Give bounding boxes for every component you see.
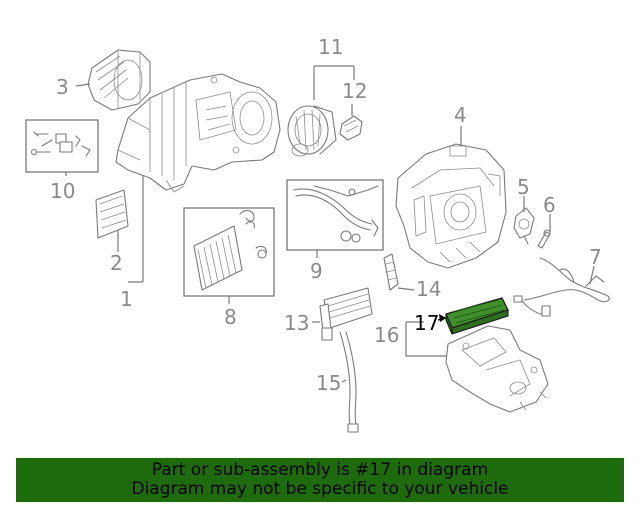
callout-7: 7 (589, 245, 602, 269)
part-9-box (286, 179, 384, 251)
callout-6: 6 (543, 193, 556, 217)
callout-13: 13 (284, 311, 309, 335)
callout-16: 16 (374, 323, 399, 347)
part-13-heater-core[interactable] (319, 287, 373, 341)
part-17-cabin-filter[interactable] (445, 297, 509, 335)
part-4-distribution-housing[interactable] (395, 143, 507, 269)
part-14-bracket[interactable] (383, 253, 399, 291)
callout-3: 3 (56, 75, 69, 99)
callout-9: 9 (310, 259, 323, 283)
callout-4: 4 (454, 103, 467, 127)
banner-line-1: Part or sub-assembly is #17 in diagram (151, 460, 489, 480)
part-8-evaporator[interactable] (193, 209, 267, 291)
callout-2: 2 (110, 251, 123, 275)
callout-15: 15 (316, 371, 341, 395)
callout-10: 10 (50, 179, 75, 203)
banner-line-2: Diagram may not be specific to your vehi… (131, 479, 509, 499)
part-15-drain-tube[interactable] (339, 331, 359, 433)
part-9-hoses[interactable] (293, 185, 379, 243)
leader-lines (65, 65, 595, 383)
callout-14: 14 (416, 277, 441, 301)
callout-1: 1 (120, 287, 133, 311)
info-banner: Part or sub-assembly is #17 in diagram D… (16, 458, 624, 502)
part-6-sensor[interactable] (537, 229, 551, 249)
callout-12: 12 (342, 79, 367, 103)
callout-11: 11 (318, 35, 343, 59)
part-5-actuator[interactable] (513, 207, 535, 245)
part-3-blower-scroll[interactable] (87, 49, 151, 111)
part-2-filter[interactable] (95, 189, 129, 239)
part-10-hardware[interactable] (30, 131, 91, 157)
callout-8: 8 (224, 305, 237, 329)
part-1-hvac-case[interactable] (115, 73, 281, 193)
part-16-lower-cover[interactable] (445, 325, 549, 413)
part-11-blower-motor[interactable] (287, 105, 337, 157)
part-10-box (25, 119, 99, 173)
callout-5: 5 (517, 175, 530, 199)
part-12-resistor[interactable] (339, 115, 363, 141)
callout-17: 17 (414, 311, 439, 335)
part-7-wiring-harness[interactable] (513, 257, 610, 317)
